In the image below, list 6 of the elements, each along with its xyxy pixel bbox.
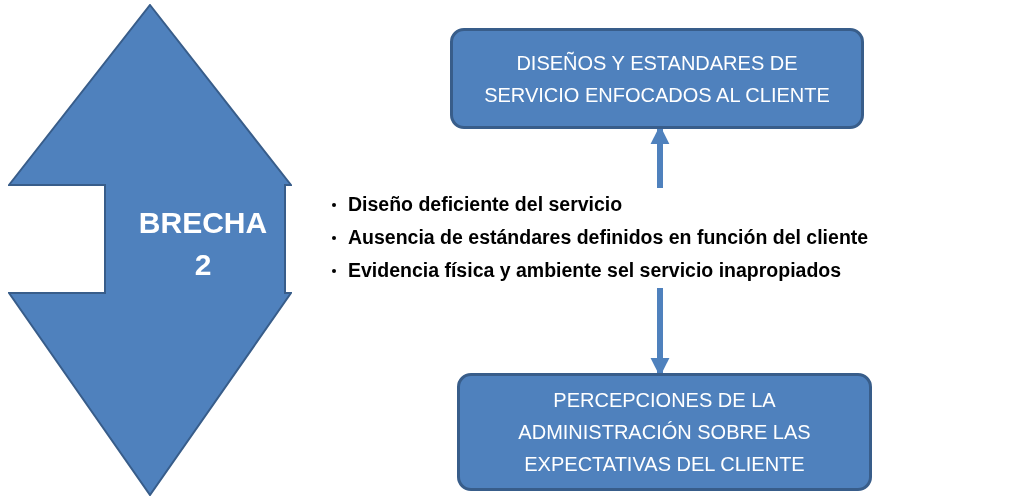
gap-label: BRECHA 2 <box>138 205 268 283</box>
bullet-text: Evidencia física y ambiente sel servicio inapropiados <box>348 259 842 281</box>
process-box: DISEÑOS Y ESTANDARES DE SERVICIO ENFOCADOS AL CLIENTE <box>450 28 864 129</box>
bullet-text: Diseño deficiente del servicio <box>348 193 623 215</box>
bullet-text: Ausencia de estándares definidos en función del cliente <box>348 226 869 248</box>
process-box: PERCEPCIONES DE LA ADMINISTRACIÓN SOBRE LAS EXPECTATIVAS DEL CLIENTE <box>457 373 872 491</box>
